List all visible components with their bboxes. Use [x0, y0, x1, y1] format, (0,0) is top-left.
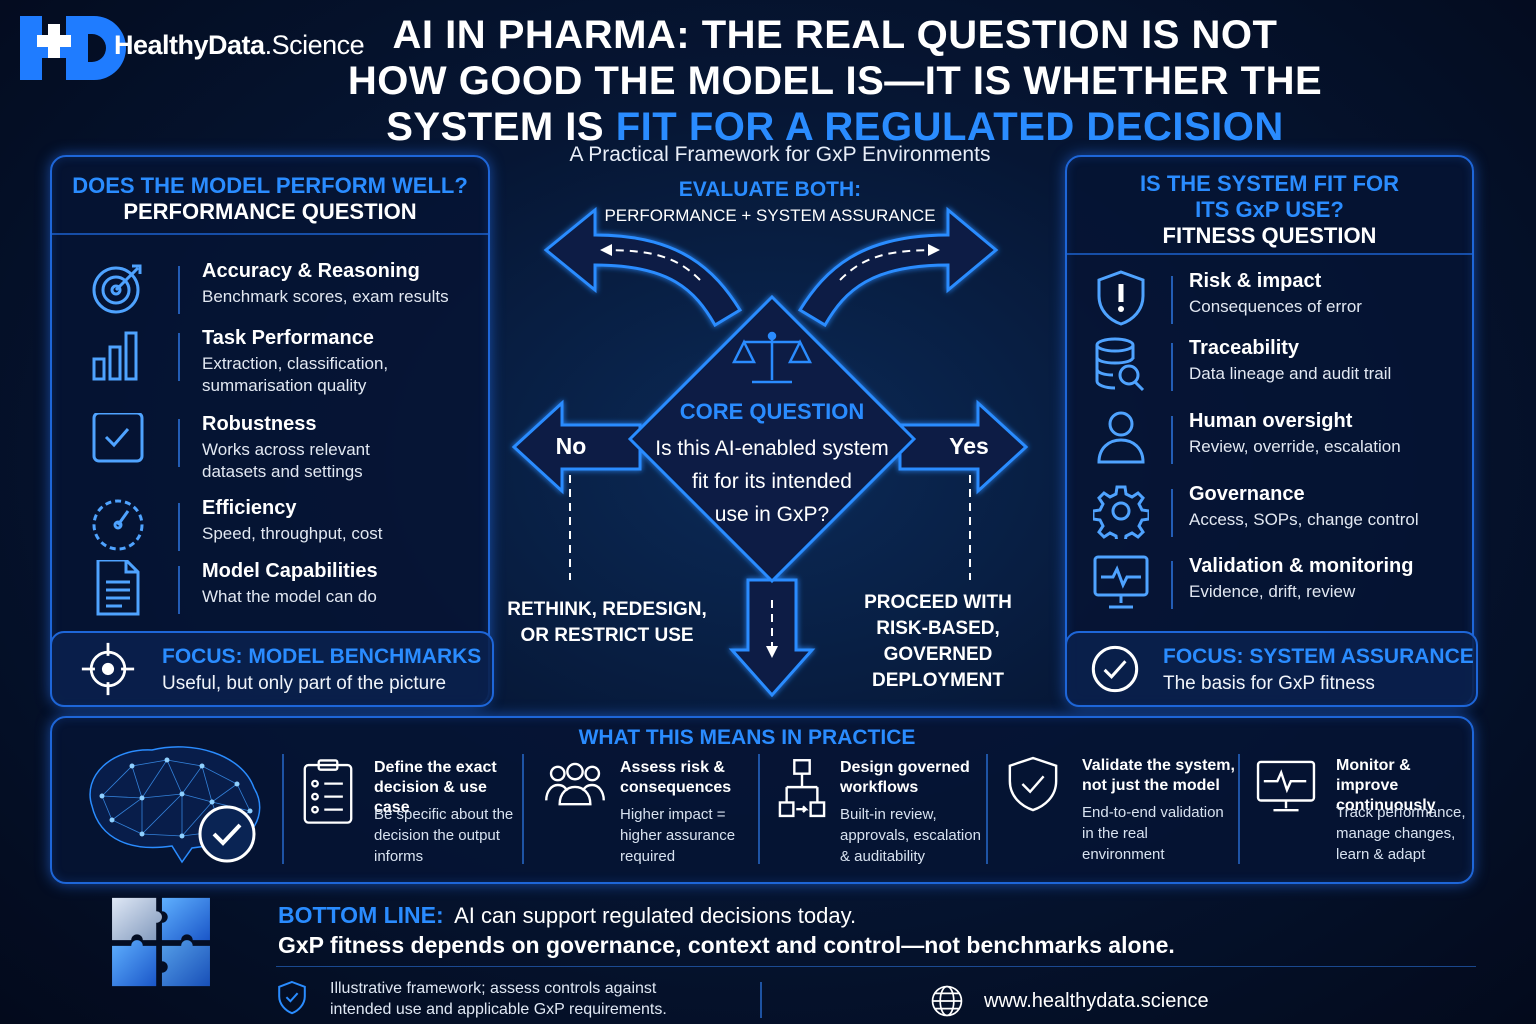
checkbox-icon	[92, 413, 144, 463]
fitness-heading-line2: ITS GxP USE?	[1195, 197, 1344, 222]
item-efficiency: Efficiency Speed, throughput, cost	[52, 497, 488, 567]
monitor-pulse-icon	[1256, 760, 1316, 812]
item-traceability: Traceability Data lineage and audit trai…	[1067, 337, 1472, 407]
yes-outcome: PROCEED WITH RISK-BASED, GOVERNED DEPLOY…	[864, 592, 1012, 691]
website-link[interactable]: www.healthydata.science	[984, 990, 1209, 1012]
core-diamond	[627, 294, 917, 584]
fitness-heading-line1: IS THE SYSTEM FIT FOR	[1139, 171, 1400, 196]
practice-heading: WHAT THIS MEANS IN PRACTICE	[578, 726, 916, 749]
decision-diagram	[511, 206, 1029, 698]
performance-panel: DOES THE MODEL PERFORM WELL? PERFORMANCE…	[50, 155, 494, 707]
page-subtitle: A Practical Framework for GxP Environmen…	[569, 143, 991, 166]
database-search-icon	[1095, 337, 1145, 392]
brand-name: HealthyData.Science	[114, 30, 365, 60]
evaluate-both-label: EVALUATE BOTH:	[678, 178, 862, 201]
item-task-performance: Task Performance Extraction, classificat…	[52, 327, 488, 397]
item-risk-impact: Risk & impact Consequences of error	[1067, 270, 1472, 340]
check-circle-icon	[1091, 645, 1139, 693]
brain-network-icon	[89, 746, 261, 864]
performance-subheading: PERFORMANCE QUESTION	[123, 199, 417, 224]
focus-model-benchmarks: FOCUS: MODEL BENCHMARKS Useful, but only…	[50, 631, 494, 707]
clipboard-checklist-icon	[303, 759, 353, 824]
no-outcome: RETHINK, REDESIGN, OR RESTRICT USE	[507, 599, 707, 646]
core-question-text: Is this AI-enabled system fit for its in…	[655, 437, 889, 526]
focus-system-assurance: FOCUS: SYSTEM ASSURANCE The basis for Gx…	[1065, 631, 1478, 707]
item-accuracy: Accuracy & Reasoning Benchmark scores, e…	[52, 260, 488, 330]
footer-disclaimer: Illustrative framework; assess controls …	[330, 980, 667, 1018]
healthydata-logo	[20, 16, 126, 80]
puzzle-icon	[112, 897, 210, 987]
bottom-line-label: BOTTOM LINE:	[278, 902, 444, 928]
performance-heading: DOES THE MODEL PERFORM WELL?	[72, 173, 468, 198]
step-assess-risk: Assess risk &consequences Higher impact …	[544, 756, 764, 876]
step-validate-system: Validate the system,not just the model E…	[1006, 756, 1236, 876]
crosshair-icon	[81, 642, 135, 696]
page-title: AI IN PHARMA: THE REAL QUESTION IS NOT H…	[347, 13, 1323, 149]
fitness-subheading: FITNESS QUESTION	[1162, 223, 1377, 248]
document-icon	[96, 560, 140, 616]
item-governance: Governance Access, SOPs, change control	[1067, 483, 1472, 553]
no-label: No	[555, 433, 587, 459]
target-icon	[92, 264, 142, 314]
monitor-pulse-icon	[1093, 555, 1149, 609]
shield-alert-icon	[1097, 270, 1145, 326]
shield-check-icon	[278, 980, 306, 1015]
scales-icon	[731, 331, 813, 384]
bottom-line-text1: AI can support regulated decisions today…	[454, 903, 857, 928]
bar-chart-icon	[92, 331, 138, 381]
yes-label: Yes	[949, 433, 989, 459]
people-group-icon	[545, 762, 605, 806]
shield-check-icon	[1008, 756, 1058, 812]
speedometer-icon	[92, 499, 144, 551]
globe-icon	[931, 985, 963, 1017]
item-model-capabilities: Model Capabilities What the model can do	[52, 560, 488, 630]
core-question-title: CORE QUESTION	[679, 399, 865, 424]
fitness-panel: IS THE SYSTEM FIT FOR ITS GxP USE? FITNE…	[1065, 155, 1478, 707]
evaluate-both-subtitle: PERFORMANCE + SYSTEM ASSURANCE	[604, 206, 936, 225]
arrow-up-right	[797, 206, 999, 328]
arrow-down	[728, 578, 816, 698]
gear-icon	[1093, 485, 1149, 539]
bottom-line-row1: BOTTOM LINE: AI can support regulated de…	[278, 902, 856, 929]
item-validation-monitoring: Validation & monitoring Evidence, drift,…	[1067, 555, 1472, 625]
practice-panel: WHAT THIS MEANS IN PRACTICE Define the e…	[50, 716, 1474, 884]
user-icon	[1097, 411, 1145, 464]
workflow-icon	[778, 759, 826, 818]
item-human-oversight: Human oversight Review, override, escala…	[1067, 410, 1472, 480]
arrow-up-left	[543, 206, 743, 328]
bottom-line-text2: GxP fitness depends on governance, conte…	[278, 932, 1175, 958]
